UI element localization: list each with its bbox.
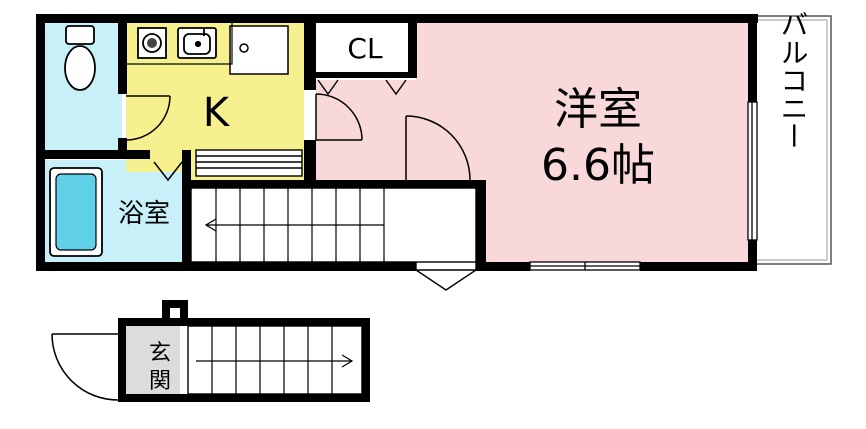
- lower-stairs: [187, 325, 363, 395]
- stair-door: [405, 115, 471, 181]
- kitchen-counter: [125, 21, 233, 65]
- walls: [36, 14, 758, 402]
- kitchen-mat: [195, 149, 303, 177]
- toilet-door: [125, 95, 171, 141]
- exit-door: [413, 262, 479, 291]
- balcony: [751, 15, 832, 265]
- closet-floor: [316, 22, 416, 80]
- toilet-icon: [64, 25, 96, 91]
- entrance-door: [51, 333, 119, 401]
- closet-label: CL: [347, 32, 383, 65]
- entrance-label: 玄関: [149, 341, 171, 394]
- bathroom-door: [153, 161, 183, 182]
- fridge-space: [229, 25, 289, 75]
- room-door: [315, 93, 363, 141]
- stove-icon: [137, 27, 167, 59]
- bathtub-icon: [49, 167, 103, 257]
- kitchen-label: K: [203, 90, 231, 136]
- entrance-floor: [126, 326, 180, 394]
- bathroom-label: 浴室: [118, 199, 170, 229]
- stairs-arrow-icon: [204, 218, 384, 232]
- sink-icon: [177, 27, 217, 59]
- western-room-size: 6.6帖: [541, 140, 655, 191]
- stairs-arrow-icon-lower: [196, 354, 354, 368]
- bottom-window: [529, 261, 641, 271]
- balcony-label: バルコニー: [777, 10, 810, 150]
- western-room-label: 洋室: [554, 84, 642, 135]
- balcony-window: [747, 101, 758, 241]
- closet-doors: [317, 79, 407, 96]
